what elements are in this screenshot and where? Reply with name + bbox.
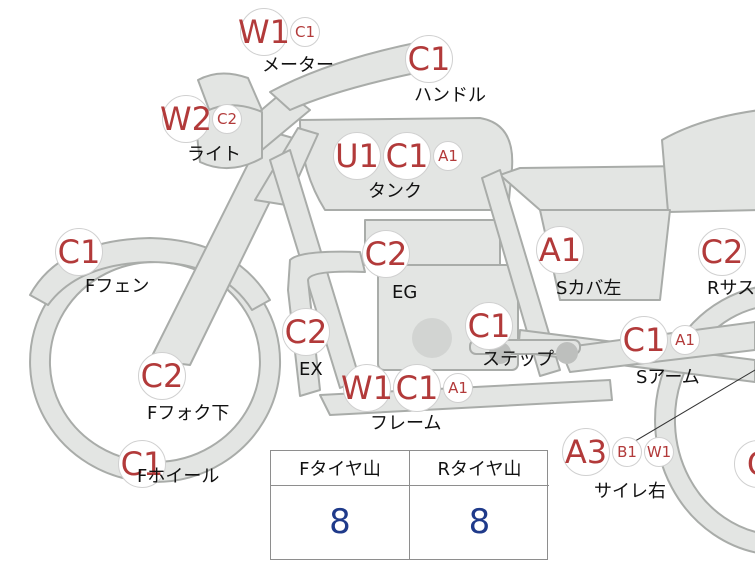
part-label-step: ステップ (482, 349, 554, 370)
front-tire-column: Fタイヤ山 8 (271, 451, 410, 559)
part-label-f-fender: Fフェン (85, 276, 150, 297)
part-label-frame: フレーム (370, 413, 442, 434)
part-label-r-sus: Rサス (707, 278, 755, 299)
code-badge-muffler-r-0: A3 (562, 428, 610, 476)
part-label-tank: タンク (368, 181, 422, 202)
code-badge-muffler-r-1: B1 (612, 437, 642, 467)
code-badge-f-wheel-0: C1 (118, 440, 166, 488)
front-tire-value: 8 (329, 502, 351, 542)
part-label-light: ライト (187, 144, 241, 165)
code-badge-light-1: C2 (212, 104, 242, 134)
part-label-ex: EX (299, 359, 323, 380)
code-badge-tank-1: C1 (383, 132, 431, 180)
rear-tire-label: Rタイヤ山 (410, 451, 549, 486)
code-badge-eg-0: C2 (362, 230, 410, 278)
code-badge-muffler-r-2: W1 (644, 437, 674, 467)
tire-tread-table: Fタイヤ山 8 Rタイヤ山 8 (270, 450, 549, 560)
part-label-muffler-r: サイレ右 (594, 481, 666, 502)
code-badge-light-0: W2 (160, 95, 212, 143)
part-label-f-fork-l: Fフォク下 (147, 403, 230, 424)
code-badge-frame-2: A1 (443, 373, 473, 403)
code-badge-s-arm-0: C1 (620, 316, 668, 364)
code-badge-f-fork-l-0: C2 (138, 352, 186, 400)
rear-tire-column: Rタイヤ山 8 (410, 451, 549, 559)
rear-tire-value: 8 (468, 502, 491, 542)
part-label-meter: メーター (262, 55, 334, 76)
part-label-s-cover-l: Sカバ左 (556, 278, 622, 299)
code-badge-f-fender-0: C1 (55, 228, 103, 276)
step-peg-right-shape (556, 342, 578, 364)
code-badge-frame-1: C1 (393, 364, 441, 412)
code-badge-meter-0: W1 (238, 8, 290, 56)
muffler-leader-line (619, 369, 755, 451)
code-badge-ex-0: C2 (282, 308, 330, 356)
code-badge-r-sus-0: C2 (698, 228, 746, 276)
code-badge-tank-2: A1 (433, 141, 463, 171)
code-badge-step-0: C1 (465, 302, 513, 350)
part-label-eg: EG (392, 282, 418, 303)
code-badge-s-arm-1: A1 (670, 325, 700, 355)
part-label-handle: ハンドル (414, 85, 486, 106)
code-badge-s-cover-l-0: A1 (536, 226, 584, 274)
part-label-s-arm: Sアーム (636, 367, 700, 388)
code-badge-frame-0: W1 (341, 364, 393, 412)
engine-cover-shape (412, 318, 452, 358)
frame-rear-shape (481, 169, 561, 377)
code-badge-handle-0: C1 (405, 35, 453, 83)
front-tire-label: Fタイヤ山 (271, 451, 409, 486)
tail-shape (661, 109, 755, 213)
code-badge-tank-0: U1 (333, 132, 381, 180)
part-label-f-wheel: Fホイール (137, 466, 220, 487)
code-badge-meter-1: C1 (290, 17, 320, 47)
